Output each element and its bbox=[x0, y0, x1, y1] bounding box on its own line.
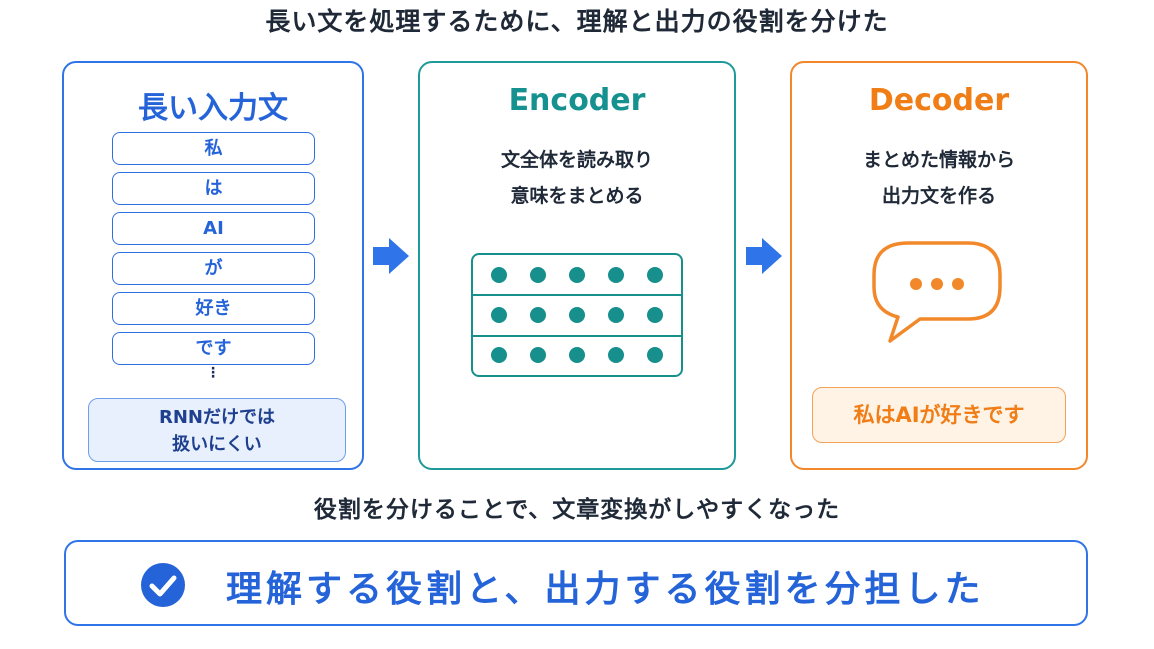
encoder-dots-icon bbox=[491, 267, 663, 363]
output-sentence-box: 私はAIが好きです bbox=[812, 387, 1066, 443]
token-box: 私 bbox=[112, 132, 315, 165]
token-box: 好き bbox=[112, 292, 315, 325]
subtitle: 役割を分けることで、文章変換がしやすくなった bbox=[313, 497, 841, 523]
encoder-title: Encoder bbox=[508, 83, 646, 118]
token-box: は bbox=[112, 172, 315, 205]
grid-divider bbox=[473, 335, 681, 337]
encoder-desc-line2: 意味をまとめる bbox=[510, 185, 644, 207]
arrow-right-icon bbox=[746, 238, 782, 274]
decoder-desc-line2: 出力文を作る bbox=[881, 185, 996, 207]
token-box: が bbox=[112, 252, 315, 285]
rnn-note-box: RNNだけでは 扱いにくい bbox=[88, 398, 346, 462]
conclusion-text: 理解する役割と、出力する役割を分担した bbox=[226, 569, 985, 610]
speech-bubble-icon bbox=[872, 241, 1002, 343]
grid-divider bbox=[473, 294, 681, 296]
token-box: です bbox=[112, 332, 315, 365]
encoder-vector-grid bbox=[471, 253, 683, 377]
input-panel-title: 長い入力文 bbox=[138, 91, 288, 126]
rnn-note-line2: 扱いにくい bbox=[172, 434, 262, 455]
rnn-note-line1: RNNだけでは bbox=[159, 407, 275, 428]
ellipsis-dots: ⋮ bbox=[206, 365, 220, 381]
encoder-desc-line1: 文全体を読み取り bbox=[500, 149, 653, 171]
encoder-panel: Encoder 文全体を読み取り 意味をまとめる bbox=[418, 61, 736, 470]
decoder-desc-line1: まとめた情報から bbox=[862, 149, 1015, 171]
conclusion-banner: 理解する役割と、出力する役割を分担した bbox=[64, 540, 1088, 626]
arrow-right-icon bbox=[373, 238, 409, 274]
decoder-panel: Decoder まとめた情報から 出力文を作る 私はAIが好きです bbox=[790, 61, 1088, 470]
input-panel: 長い入力文 私 は AI が 好き です ⋮ RNNだけでは 扱いにくい bbox=[62, 61, 364, 470]
diagram-title: 長い文を処理するために、理解と出力の役割を分けた bbox=[265, 7, 889, 36]
decoder-title: Decoder bbox=[868, 83, 1010, 118]
token-box: AI bbox=[112, 212, 315, 245]
check-circle-icon bbox=[141, 563, 185, 607]
